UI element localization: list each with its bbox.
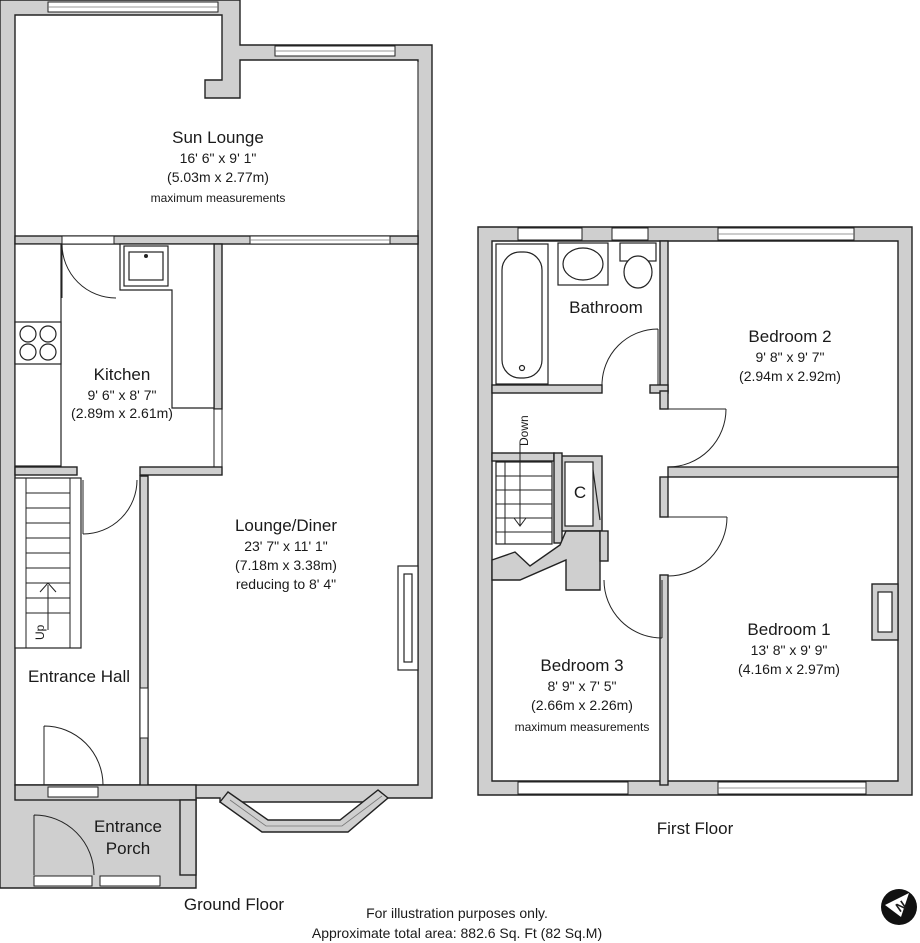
lounge-diner-dims-metric: (7.18m x 3.38m)	[235, 557, 337, 573]
kitchen-lounge-wall	[213, 243, 223, 410]
footer-total-area: Approximate total area: 882.6 Sq. Ft (82…	[312, 925, 602, 941]
cupboard-label: C	[574, 483, 586, 502]
bedroom3-dims-imperial: 8' 9" x 7' 5"	[548, 678, 617, 694]
first-stairs: Down	[491, 415, 601, 591]
basin	[557, 242, 609, 286]
bedroom3-dims-metric: (2.66m x 2.26m)	[531, 697, 633, 713]
lounge-diner-name: Lounge/Diner	[235, 516, 337, 535]
bedroom2-door	[667, 408, 727, 468]
sun-lounge-note: maximum measurements	[151, 191, 286, 205]
entrance-door	[43, 725, 104, 786]
bedroom3-wall	[599, 530, 609, 562]
footer-disclaimer: For illustration purposes only.	[366, 905, 548, 921]
kitchen-name: Kitchen	[94, 365, 151, 384]
bedroom1-left-wall	[659, 476, 669, 518]
porch-front-window	[99, 875, 161, 887]
bathroom-door	[601, 328, 659, 386]
bedroom2-left-wall	[659, 390, 669, 410]
hall-kitchen-door	[82, 479, 138, 535]
bedroom2-bottom-wall	[667, 466, 899, 478]
bathroom-name: Bathroom	[569, 298, 643, 317]
entrance-porch-name-2: Porch	[106, 839, 150, 858]
sun-lounge-name: Sun Lounge	[172, 128, 264, 147]
sun-lounge-dims-metric: (5.03m x 2.77m)	[167, 169, 269, 185]
stairs-down-label: Down	[517, 415, 531, 446]
hob	[14, 321, 62, 365]
entrance-hall-name: Entrance Hall	[28, 667, 130, 686]
bedroom1-dims-imperial: 13' 8" x 9' 9"	[751, 642, 828, 658]
kitchen-dims-metric: (2.89m x 2.61m)	[71, 405, 173, 421]
ground-floor: Up	[0, 0, 433, 889]
lounge-diner-note: reducing to 8' 4"	[236, 576, 336, 592]
first-floor-label: First Floor	[657, 819, 734, 838]
bedroom1-name: Bedroom 1	[747, 620, 830, 639]
bathroom-bottom-wall	[491, 384, 603, 394]
bedroom3-note: maximum measurements	[515, 720, 650, 734]
kitchen-hall-wall	[14, 466, 78, 476]
bedroom3-door	[603, 579, 663, 639]
compass-icon: N	[881, 889, 917, 925]
bedroom1-door	[667, 516, 728, 577]
bedroom2-dims-metric: (2.94m x 2.92m)	[739, 368, 841, 384]
ground-stairs: Up	[14, 477, 82, 649]
bedroom3-name: Bedroom 3	[540, 656, 623, 675]
ground-floor-label: Ground Floor	[184, 895, 284, 914]
bedroom1-dims-metric: (4.16m x 2.97m)	[738, 661, 840, 677]
stairs-up-label: Up	[33, 624, 47, 640]
hall-porch-wall	[14, 784, 197, 801]
bay-window	[218, 789, 390, 833]
porch-door	[33, 814, 95, 876]
bedroom2-dims-imperial: 9' 8" x 9' 7"	[756, 349, 825, 365]
entrance-porch-name-1: Entrance	[94, 817, 162, 836]
first-floor-walls	[477, 226, 913, 796]
first-floor: Down	[477, 226, 913, 796]
sun-lounge-dims-imperial: 16' 6" x 9' 1"	[180, 150, 257, 166]
bedroom2-name: Bedroom 2	[748, 327, 831, 346]
kitchen-dims-imperial: 9' 6" x 8' 7"	[88, 387, 157, 403]
bathroom-right-wall	[659, 240, 669, 392]
lounge-diner-dims-imperial: 23' 7" x 11' 1"	[244, 538, 328, 554]
kitchen-door	[61, 243, 117, 299]
